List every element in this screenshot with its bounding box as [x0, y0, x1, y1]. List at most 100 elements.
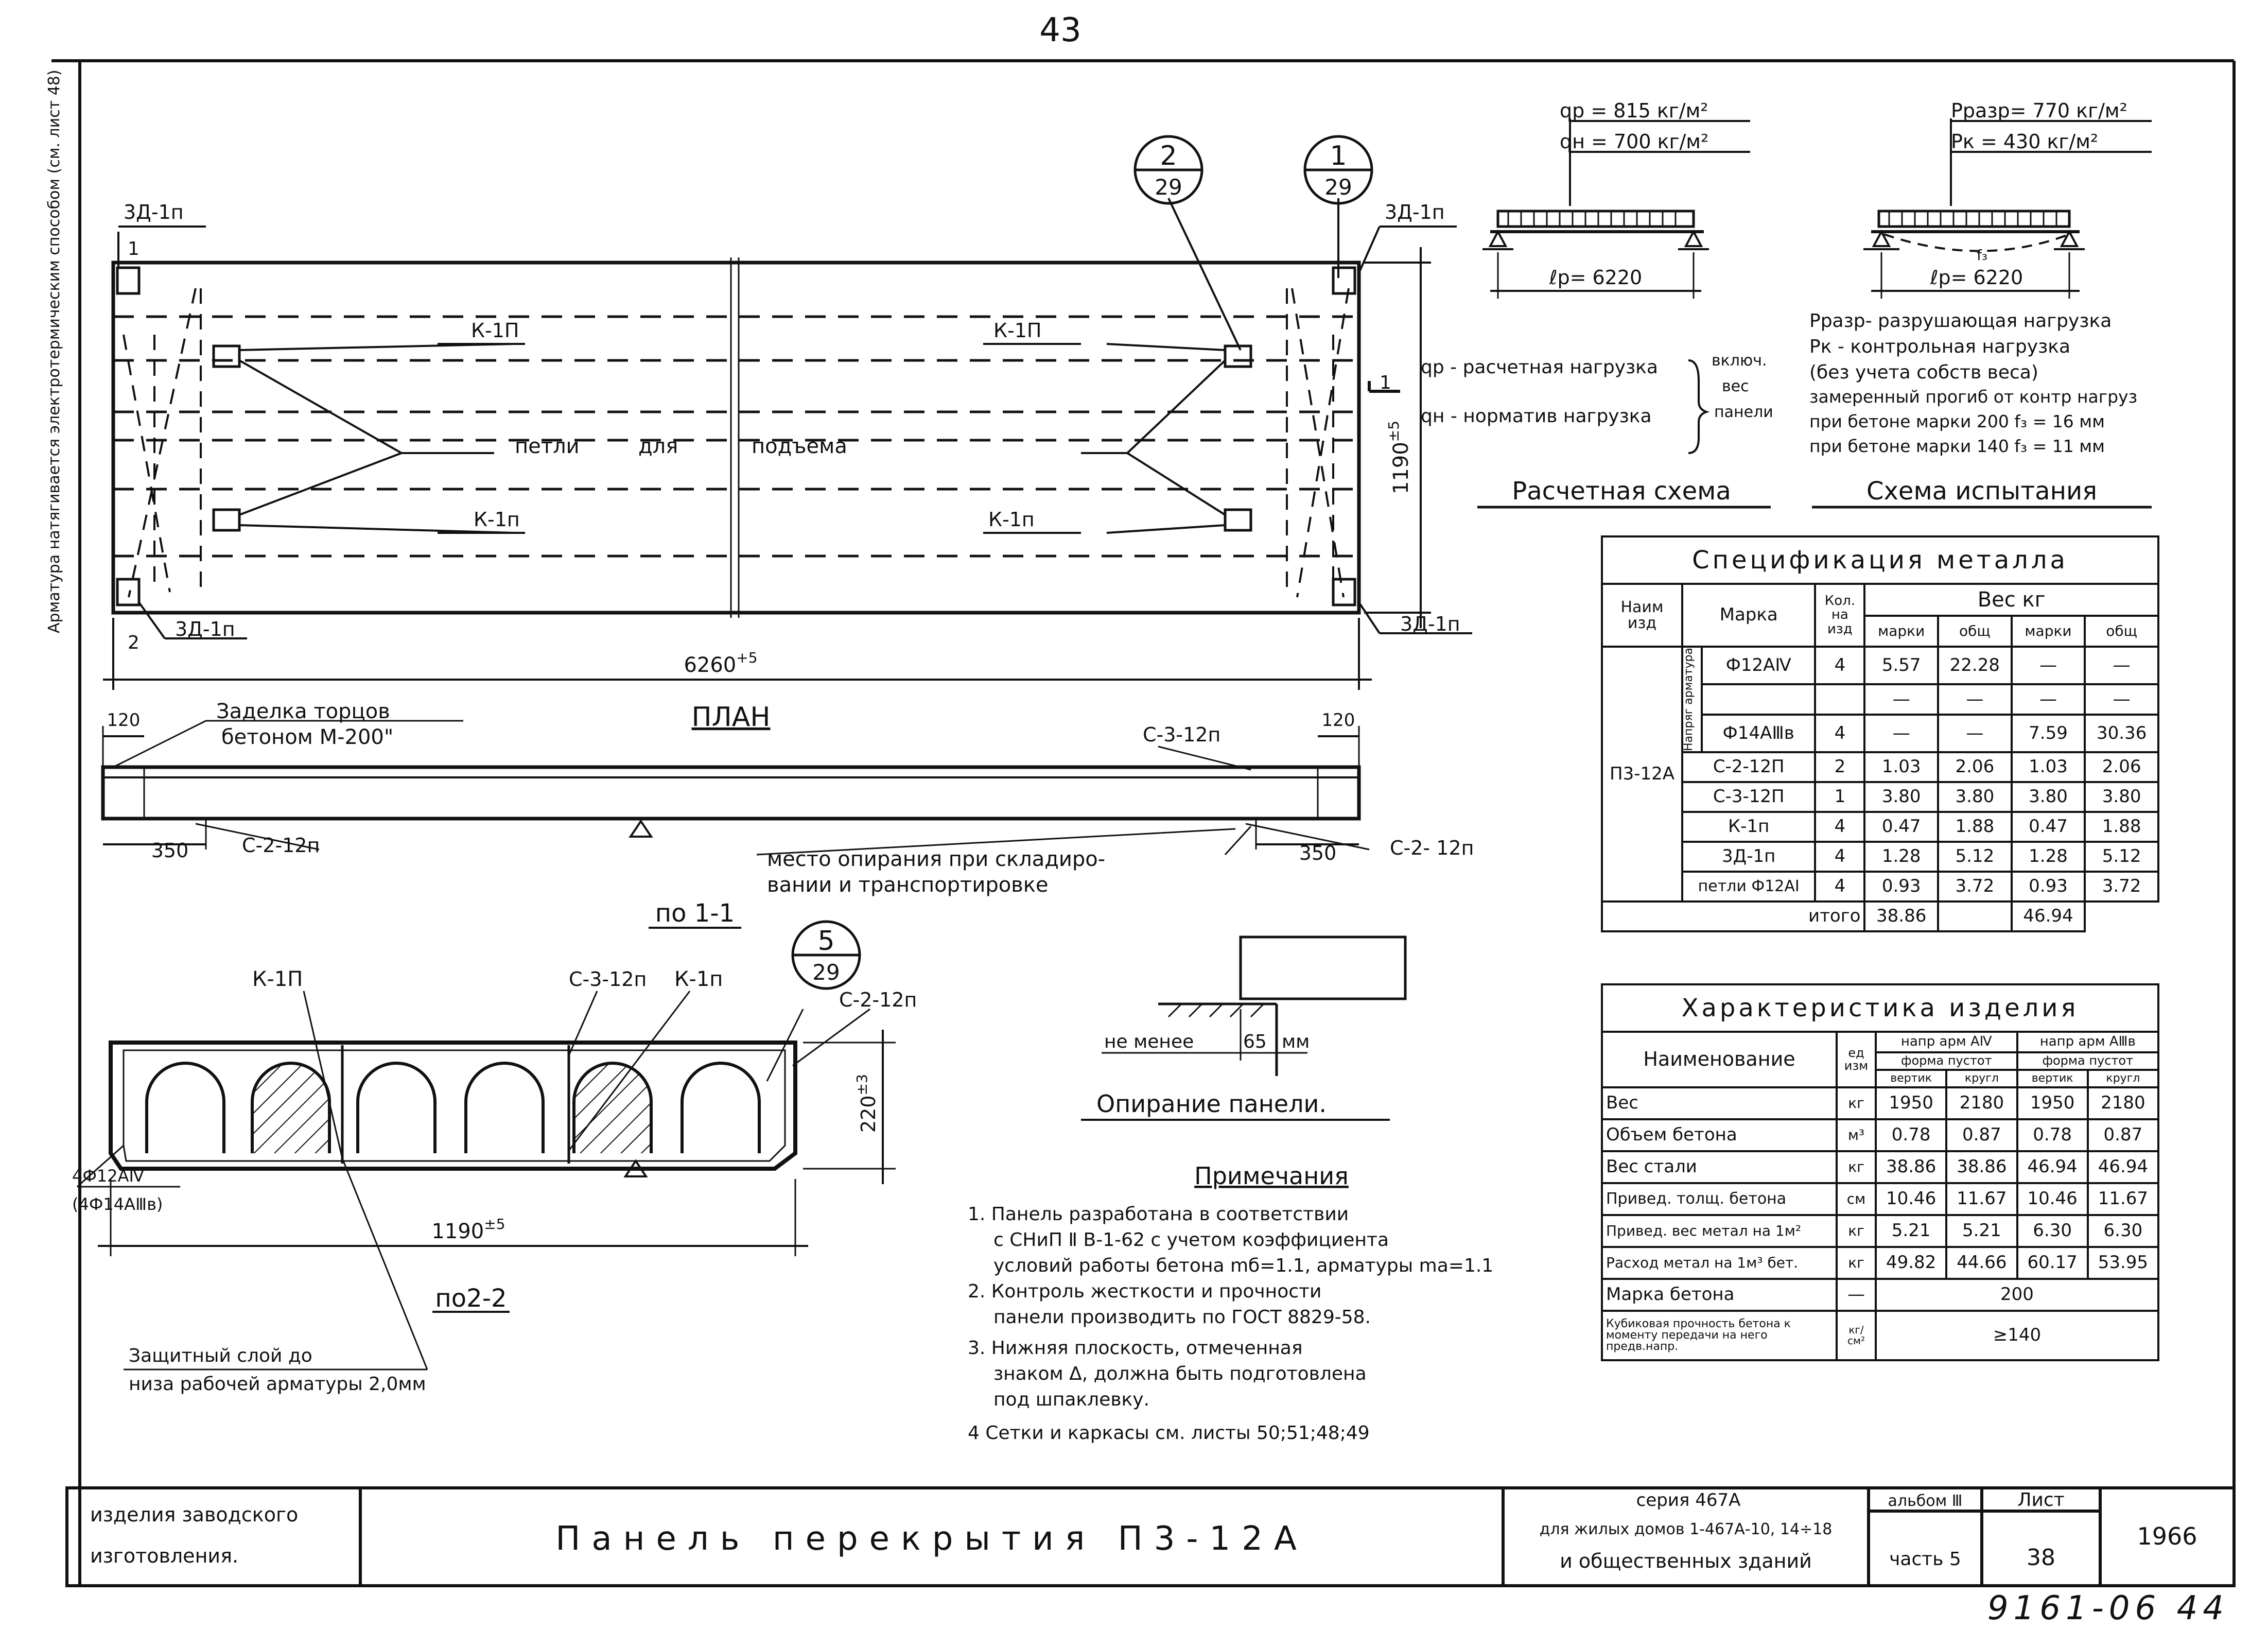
spec-h-weight: Вес кг [1863, 583, 2159, 617]
notes-line-3: 2. Контроль жесткости и прочности [968, 1281, 1321, 1302]
elev-dim-350-right: 350 [1299, 842, 1337, 864]
spec-total-1: 38.86 [1863, 900, 1940, 932]
elev-label-c2-left: С-2-12п [242, 834, 320, 857]
support-title: Опирание панели. [1096, 1090, 1327, 1118]
test-legend-3: замеренный прогиб от контр нагруз [1809, 387, 2137, 407]
elev-label-c3: С-3-12п [1143, 723, 1220, 746]
char-row4-v2: 6.30 [2016, 1214, 2089, 1248]
spec-row0-t2: — [2084, 645, 2159, 686]
char-cube-name: Кубиковая прочность бетона к моменту пер… [1601, 1310, 1838, 1361]
test-legend-2: (без учета собств веса) [1809, 362, 2038, 383]
calc-qn: qн = 700 кг/м² [1560, 130, 1708, 153]
spec-row6-m1: 1.28 [1863, 840, 1940, 873]
notes-line-2: условий работы бетона mб=1.1, арматуры m… [993, 1255, 1493, 1276]
spec-row3-m2: 1.03 [2010, 751, 2086, 783]
cover-note-2: низа рабочей арматуры 2,0мм [129, 1374, 426, 1395]
spec-group-label: Напряг арматура [1682, 648, 1695, 751]
plan-width-dim: 6260+5 [684, 649, 757, 677]
notes-line-5: 3. Нижняя плоскость, отмеченная [968, 1338, 1303, 1359]
char-row0-v3: 2180 [2086, 1086, 2160, 1120]
char-row2-v0: 38.86 [1874, 1150, 1948, 1184]
spec-row4-t2: 3.80 [2084, 781, 2159, 813]
char-row4-unit: кг [1836, 1214, 1877, 1248]
char-table: Характеристика изделия Наименование ед и… [1601, 983, 2160, 1361]
spec-row3-t2: 2.06 [2084, 751, 2159, 783]
section-rebar-1: 4Ф12АⅣ [72, 1166, 145, 1186]
calc-scheme [1477, 118, 1771, 509]
char-row1-name: Объем бетона [1601, 1118, 1838, 1152]
spec-row5-m1: 0.47 [1863, 810, 1940, 843]
test-prazr: Рразр= 770 кг/м² [1951, 99, 2127, 122]
elev-note-1: Заделка торцов [216, 700, 390, 723]
char-row4-v3: 6.30 [2086, 1214, 2160, 1248]
spec-row4-qty: 1 [1814, 781, 1866, 813]
char-h-vert-b: вертик [2016, 1069, 2089, 1088]
spec-row4-t1: 3.80 [1937, 781, 2013, 813]
test-pk: Рк = 430 кг/м² [1951, 130, 2098, 153]
elev-dim-120-right: 120 [1322, 710, 1355, 731]
spec-group-cell: Напряг арматура [1681, 646, 1703, 753]
spec-h-wt1: общ [1937, 615, 2013, 648]
cover-note-1: Защитный слой до [129, 1345, 312, 1366]
char-row3-unit: см [1836, 1182, 1877, 1216]
section-view [77, 920, 896, 1371]
test-legend-5: при бетоне марки 140 f₃ = 11 мм [1809, 436, 2105, 456]
char-row3-v0: 10.46 [1874, 1182, 1948, 1216]
spec-row1-mark [1700, 683, 1817, 716]
spec-row0-t1: 22.28 [1937, 645, 2013, 686]
notes-line-6: знаком Δ, должна быть подготовлена [993, 1363, 1367, 1384]
char-h-vert-a: вертик [1874, 1069, 1948, 1088]
label-k-bottom-left: К-1п [474, 508, 520, 531]
plan-view [103, 135, 1472, 690]
char-row5-v0: 49.82 [1874, 1246, 1948, 1280]
label-loops-1: петли [515, 435, 580, 458]
elevation-view [101, 720, 1370, 856]
spec-row1-t2: — [2084, 683, 2159, 716]
elev-dim-350-left: 350 [151, 839, 189, 862]
char-row1-unit: м³ [1836, 1118, 1877, 1152]
page-number: 43 [1039, 11, 1081, 49]
test-f: f₃ [1977, 247, 1987, 264]
char-row1-v0: 0.78 [1874, 1118, 1948, 1152]
spec-row1-qty [1814, 683, 1866, 716]
char-row4-v0: 5.21 [1874, 1214, 1948, 1248]
test-title: Схема испытания [1866, 477, 2097, 506]
char-row0-v2: 1950 [2016, 1086, 2089, 1120]
spec-row0-qty: 4 [1814, 645, 1866, 686]
char-title: Характеристика изделия [1601, 983, 2159, 1033]
elev-note-2: бетоном М-200" [221, 725, 393, 749]
notes-line-7: под шпаклевку. [993, 1389, 1149, 1410]
char-row1-v3: 0.87 [2086, 1118, 2160, 1152]
spec-row4-m1: 3.80 [1863, 781, 1940, 813]
plan-prestress-bars [113, 315, 1359, 558]
spec-h-wm1: марки [1863, 615, 1940, 648]
plan-lifting-loops [212, 344, 1252, 532]
spec-row7-qty: 4 [1814, 870, 1866, 903]
tb-album: альбом Ⅲ [1888, 1492, 1963, 1510]
spec-row7-t2: 3.72 [2084, 870, 2159, 903]
spec-row0-m2: — [2010, 645, 2086, 686]
spec-row7-mark: петли Ф12АⅠ [1681, 870, 1817, 903]
elev-label-c2-right: С-2- 12п [1390, 837, 1474, 859]
char-grade-unit: — [1836, 1278, 1877, 1312]
elev-support-1: место опирания при складиро- [767, 847, 1105, 871]
tb-part: часть 5 [1889, 1549, 1961, 1570]
char-grade-value: 200 [1875, 1278, 2159, 1312]
spec-row7-t1: 3.72 [1937, 870, 2013, 903]
notes-line-4: панели производить по ГОСТ 8829-58. [993, 1307, 1371, 1328]
char-row2-v3: 46.94 [2086, 1150, 2160, 1184]
label-zd-bottom-right: 3Д-1п [1400, 613, 1460, 635]
char-row5-v1: 44.66 [1945, 1246, 2018, 1280]
char-h-form-a: форма пустот [1875, 1051, 2018, 1071]
spec-row5-t1: 1.88 [1937, 810, 2013, 843]
spec-row1-m1: — [1863, 683, 1940, 716]
label-mark-1-right: 1 [1380, 372, 1391, 393]
spec-row4-mark: С-3-12П [1681, 781, 1817, 813]
support-detail [1081, 935, 1407, 1121]
calc-title: Расчетная схема [1512, 477, 1731, 506]
callout-a-den: 29 [1155, 175, 1182, 200]
spec-h-name: Наим изд [1601, 583, 1683, 648]
spec-row6-t1: 5.12 [1937, 840, 2013, 873]
spec-row2-t2: 30.36 [2084, 713, 2159, 753]
plan-end-frames [123, 288, 1350, 598]
